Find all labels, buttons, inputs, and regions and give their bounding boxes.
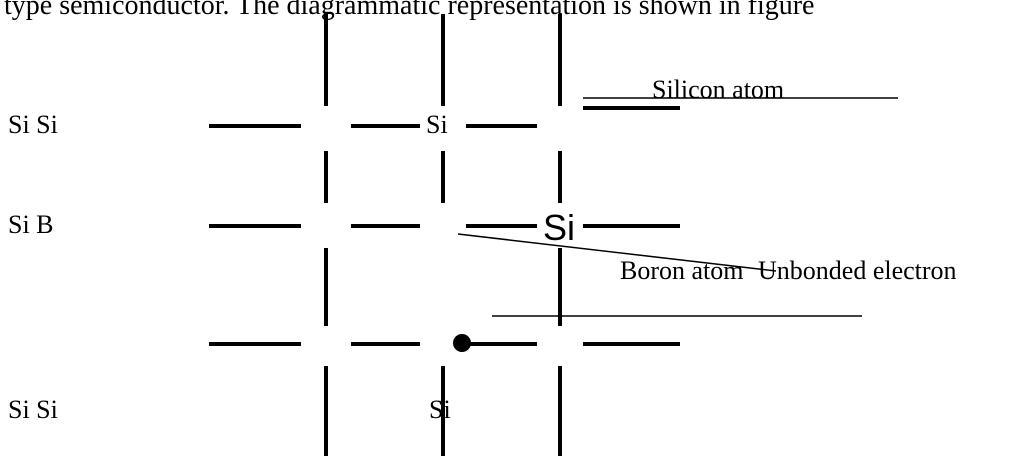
horizontal-bonds <box>209 106 680 346</box>
atom-label-bottom-center: Si <box>429 395 451 424</box>
boron-atom-text: Boron atom <box>620 256 744 285</box>
boron-atom-label: Boron atom Unbonded electron <box>620 256 957 285</box>
vertical-bonds <box>324 14 562 456</box>
row-label-top: Si Si <box>8 110 58 139</box>
unbonded-electron-text: Unbonded electron <box>758 256 957 285</box>
atom-label-middle-right: Si <box>543 207 575 248</box>
unbonded-electron-dot <box>453 334 471 352</box>
row-label-middle: Si B <box>8 210 54 239</box>
atom-label-top-center: Si <box>426 110 448 139</box>
row-label-bottom: Si Si <box>8 395 58 424</box>
caption-text: type semiconductor. The diagrammatic rep… <box>4 0 814 21</box>
boron-atom-leader-line <box>457 233 777 272</box>
silicon-atom-label: Silicon atom <box>652 75 784 104</box>
